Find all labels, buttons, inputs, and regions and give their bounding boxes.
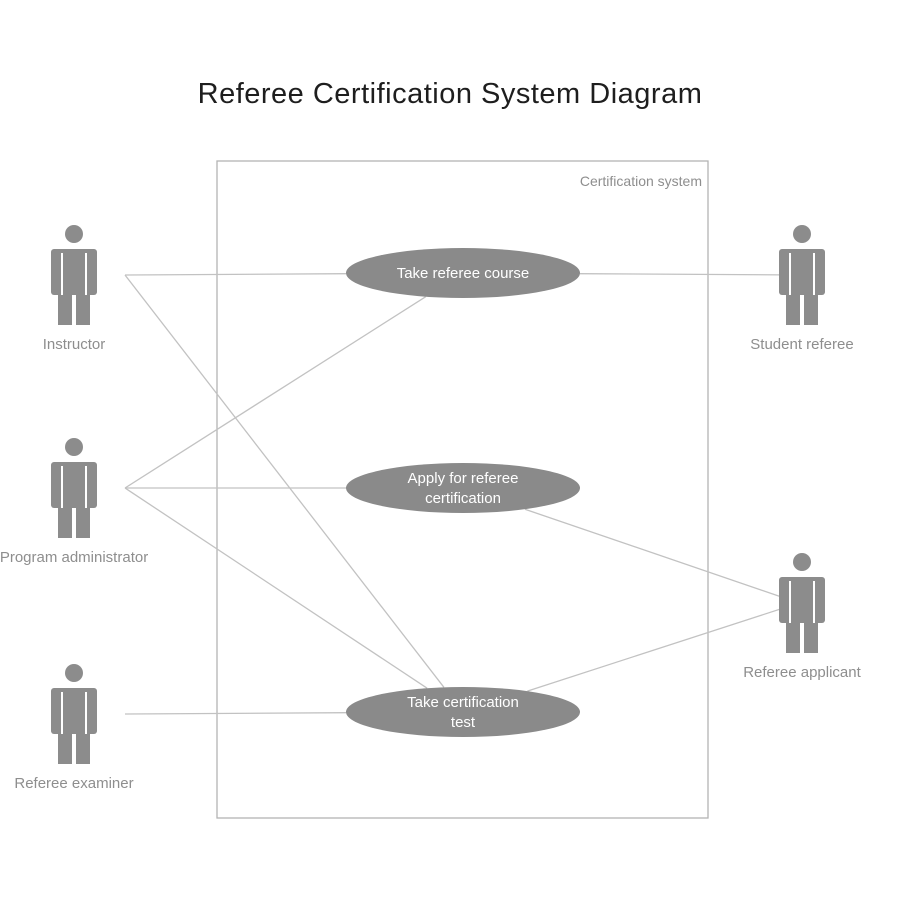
- actor-icon: [51, 438, 97, 538]
- actor-label: Student referee: [750, 336, 853, 353]
- use-case-take-course: Take referee course: [346, 248, 580, 298]
- actor-label: Referee applicant: [743, 664, 861, 681]
- actor-icon: [779, 225, 825, 325]
- use-case-ellipse: [346, 248, 580, 298]
- actor-referee-applicant: Referee applicant: [743, 553, 862, 681]
- association-line-program-administrator-take-test: [124, 487, 428, 689]
- actor-student-referee: Student referee: [750, 225, 854, 353]
- actor-referee-examiner: Referee examiner: [14, 664, 134, 792]
- use-case-label: Apply for referee: [408, 470, 519, 487]
- system-boundary-label: Certification system: [580, 173, 702, 189]
- use-case-take-test: Take certification test: [346, 687, 580, 737]
- association-line-instructor-take-test: [124, 274, 445, 688]
- use-case-ellipse: [346, 687, 580, 737]
- actor-icon: [51, 225, 97, 325]
- actor-icon: [779, 553, 825, 653]
- actor-instructor: Instructor: [43, 225, 106, 353]
- use-case-apply: Apply for referee certification: [346, 463, 580, 513]
- diagram-title: Referee Certification System Diagram: [197, 78, 703, 110]
- association-line-referee-applicant-apply: [524, 508, 800, 604]
- use-case-label: Take certification: [407, 694, 519, 711]
- use-case-label: Take referee course: [397, 265, 530, 282]
- association-line-referee-applicant-take-test: [527, 602, 800, 692]
- association-line-instructor-take-course: [124, 273, 347, 276]
- association-line-referee-examiner-take-test: [124, 712, 347, 715]
- actor-label: Instructor: [43, 336, 106, 353]
- use-case-label: test: [451, 714, 476, 731]
- association-line-program-administrator-take-course: [124, 296, 427, 489]
- actor-program-administrator: Program administrator: [0, 438, 148, 566]
- use-case-label: certification: [425, 490, 501, 507]
- system-boundary: [216, 160, 709, 819]
- actor-label: Referee examiner: [14, 775, 133, 792]
- association-line-student-referee-take-course: [579, 273, 800, 276]
- actor-label: Program administrator: [0, 549, 148, 566]
- actor-icon: [51, 664, 97, 764]
- use-case-ellipse: [346, 463, 580, 513]
